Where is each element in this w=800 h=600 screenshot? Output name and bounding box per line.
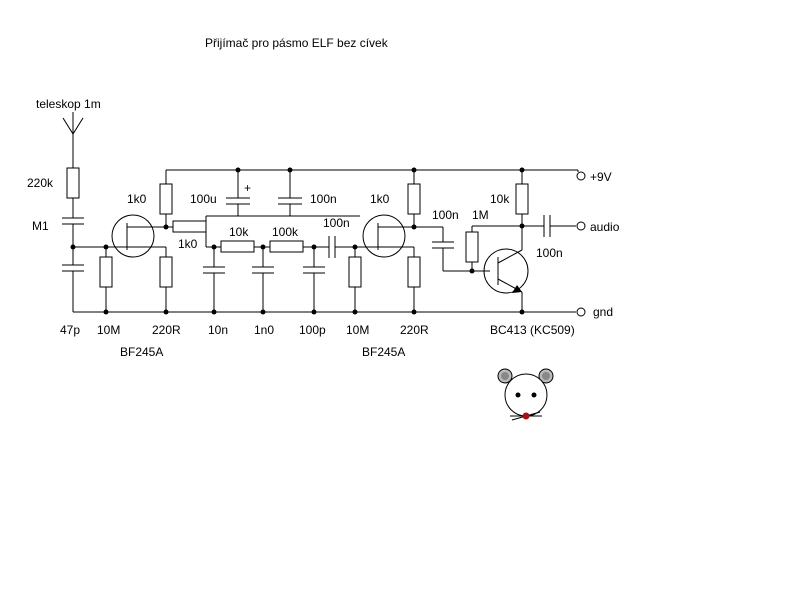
resistor-drain-a-label: 1k0 <box>127 192 147 206</box>
capacitor-100n-decoupling <box>278 197 302 205</box>
resistor-220k-label: 220k <box>27 176 54 190</box>
resistor-1m-label: 1M <box>472 208 489 222</box>
resistor-10m-a-label: 10M <box>97 323 120 337</box>
capacitor-1n0-label: 1n0 <box>254 323 274 337</box>
terminal-gnd <box>576 307 586 317</box>
capacitor-10n-label: 10n <box>208 323 228 337</box>
resistor-10k-collector-label: 10k <box>490 192 510 206</box>
capacitor-100n-coupling-label: 100n <box>323 216 350 230</box>
capacitor-47p-label: 47p <box>60 323 80 337</box>
terminal-vcc <box>576 171 586 181</box>
bjt-label: BC413 (KC509) <box>490 323 575 337</box>
bjt-symbol <box>483 248 529 294</box>
resistor-source-b <box>407 256 421 288</box>
capacitor-m1 <box>62 217 84 225</box>
resistor-10m-b <box>348 256 362 288</box>
resistor-10k-filter-label: 10k <box>229 225 249 239</box>
terminal-audio-label: audio <box>590 220 620 234</box>
resistor-series-label: 1k0 <box>178 237 198 251</box>
resistor-source-a <box>159 256 173 288</box>
capacitor-47p <box>62 264 84 272</box>
terminal-gnd-label: gnd <box>593 305 613 319</box>
jfet-b-symbol <box>362 214 414 258</box>
resistor-1m <box>465 231 479 263</box>
capacitor-10n <box>203 266 225 274</box>
terminal-vcc-label: +9V <box>590 170 612 184</box>
capacitor-m1-label: M1 <box>32 219 49 233</box>
capacitor-100n-decoupling-label: 100n <box>310 192 337 206</box>
jfet-b-label: BF245A <box>362 345 405 359</box>
resistor-10k-collector <box>515 183 529 215</box>
jfet-a-symbol <box>111 214 163 258</box>
capacitor-100u <box>226 197 250 205</box>
capacitor-100p <box>303 266 325 274</box>
capacitor-100n-stage-b <box>432 241 454 249</box>
capacitor-100n-output-label: 100n <box>536 246 563 260</box>
resistor-10k-filter <box>220 240 255 253</box>
resistor-drain-b-label: 1k0 <box>370 192 390 206</box>
resistor-series-1k0 <box>172 220 207 233</box>
resistor-source-a-label: 220R <box>152 323 181 337</box>
diagram-title: Přijímač pro pásmo ELF bez cívek <box>205 36 389 50</box>
resistor-drain-a <box>159 183 173 215</box>
resistor-source-b-label: 220R <box>400 323 429 337</box>
capacitor-100u-polarity: + <box>244 181 251 195</box>
resistor-10m-b-label: 10M <box>346 323 369 337</box>
antenna-symbol <box>62 112 84 168</box>
jfet-a-label: BF245A <box>120 345 163 359</box>
resistor-220k <box>66 167 80 199</box>
terminal-audio <box>576 221 586 231</box>
antenna-label: teleskop 1m <box>36 97 101 111</box>
resistor-10m-a <box>99 256 113 288</box>
capacitor-100n-output <box>543 215 551 237</box>
capacitor-100n-stage-b-label: 100n <box>432 208 459 222</box>
junction-dots <box>70 167 525 315</box>
resistor-100k-filter-label: 100k <box>272 225 299 239</box>
capacitor-1n0 <box>252 266 274 274</box>
capacitor-100n-coupling <box>328 236 336 258</box>
capacitor-100p-label: 100p <box>299 323 326 337</box>
mouse-mascot-icon <box>497 368 554 421</box>
capacitor-100u-label: 100u <box>190 192 217 206</box>
resistor-drain-b <box>407 183 421 215</box>
resistor-100k-filter <box>269 240 304 253</box>
